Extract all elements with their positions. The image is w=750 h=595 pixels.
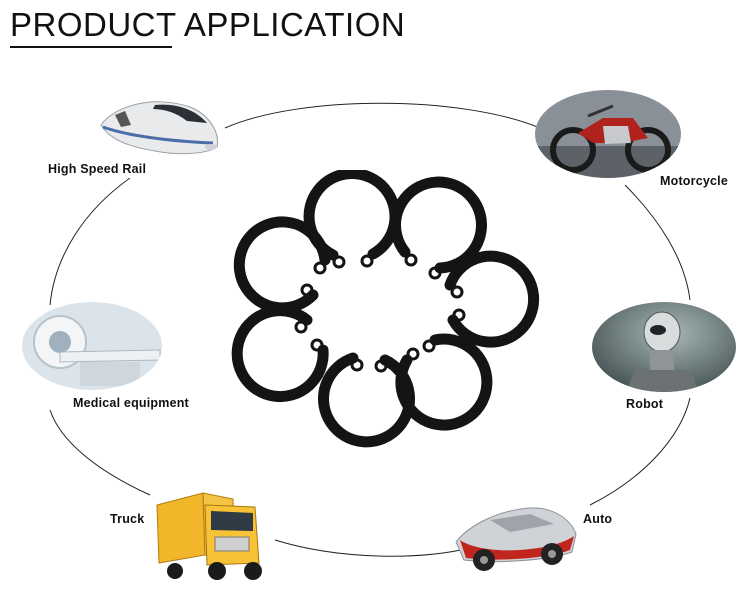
label-medical-equipment: Medical equipment (73, 396, 189, 410)
motorcycle-image (533, 88, 683, 180)
robot-image (590, 300, 738, 395)
label-robot: Robot (626, 397, 664, 411)
circlip-ring (231, 305, 329, 403)
high-speed-rail-image (95, 85, 225, 165)
circlip-ring (390, 176, 487, 280)
label-motorcycle: Motorcycle (660, 174, 728, 188)
circlip-ring (444, 250, 540, 348)
title-underline (10, 46, 172, 48)
truck-icon (156, 492, 262, 580)
circlip-ring (395, 333, 493, 431)
label-auto: Auto (583, 512, 613, 526)
truck-image (155, 485, 275, 585)
circlip-ring (233, 216, 331, 314)
motorcycle-icon (535, 90, 681, 178)
page-title: PRODUCT APPLICATION (10, 6, 406, 43)
circlip-rings-group (231, 170, 540, 448)
circlip-ring (318, 352, 416, 448)
label-high-speed-rail: High Speed Rail (48, 162, 147, 176)
auto-image (450, 490, 580, 582)
medical-equipment-image (20, 300, 165, 392)
label-truck: Truck (110, 512, 145, 526)
car-chassis-icon (455, 507, 577, 571)
ct-scanner-icon (22, 302, 162, 390)
robot-head-icon (592, 302, 736, 392)
high-speed-train-icon (100, 101, 219, 155)
